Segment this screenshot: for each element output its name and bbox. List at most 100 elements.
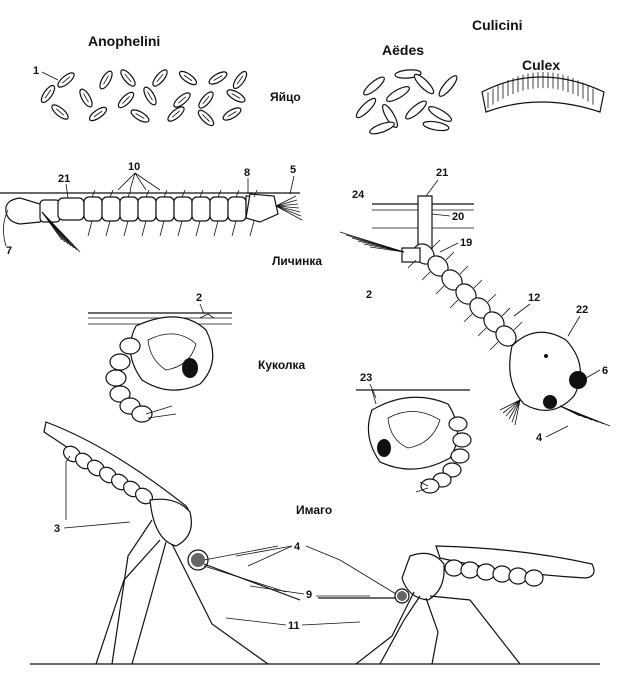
- larva-hair: [421, 271, 431, 281]
- pupa-paddle: [145, 405, 177, 419]
- anopheles-egg-float: [55, 108, 65, 116]
- culex-title: Culex: [522, 57, 560, 73]
- larva-hair: [487, 293, 497, 303]
- pupa-segment: [442, 462, 462, 478]
- larva-hair: [105, 220, 111, 237]
- abdomen-segment: [492, 565, 512, 583]
- larva-hair: [431, 239, 441, 249]
- head-hair: [499, 399, 521, 411]
- callout-4-b: 4: [536, 432, 543, 444]
- head-hair: [508, 399, 521, 420]
- larva-hair: [163, 189, 168, 198]
- larva-hair: [199, 189, 204, 198]
- aedes-egg: [427, 106, 453, 122]
- anophelini-title: Anophelini: [88, 33, 160, 49]
- anopheles-egg-float: [93, 110, 103, 118]
- tail-brush-hair: [275, 203, 299, 207]
- larva-segment: [191, 196, 211, 222]
- aedes-egg: [369, 121, 395, 135]
- pupa-segment: [105, 369, 127, 387]
- callout-20: 20: [452, 211, 464, 223]
- anopheles-egg-float: [122, 96, 130, 104]
- pupa-paddle: [415, 481, 429, 493]
- callout-24: 24: [352, 189, 365, 201]
- pupa-stage-label: Куколка: [258, 358, 306, 372]
- anopheles-eggs: [40, 69, 248, 127]
- callout-4-a: 4: [294, 541, 301, 553]
- pupa-segment: [448, 416, 468, 432]
- callout-11: 11: [288, 620, 300, 632]
- larva-hair: [181, 189, 186, 198]
- anopheles-egg-float: [236, 75, 244, 85]
- anopheles-egg-float: [183, 74, 193, 82]
- callout-5: 5: [290, 164, 296, 176]
- head-hair: [505, 399, 521, 417]
- culicini-title: Culicini: [472, 17, 523, 33]
- anopheles-pupa: [88, 312, 232, 423]
- aedes-egg: [422, 120, 450, 132]
- abdomen-segment: [524, 569, 544, 587]
- anopheles-egg-float: [213, 75, 223, 81]
- larva-hair: [449, 299, 459, 309]
- callout-8: 8: [244, 167, 250, 179]
- culex-larva: [339, 195, 611, 427]
- larva-hair: [145, 189, 150, 198]
- callout-2-b: 2: [366, 289, 372, 301]
- pupa-segment: [452, 432, 472, 448]
- aedes-egg: [363, 76, 385, 96]
- anopheles-egg-float: [103, 75, 109, 85]
- callout-10: 10: [128, 161, 140, 173]
- head-hair: [502, 399, 521, 414]
- egg-stage-label: Яйцо: [270, 90, 301, 104]
- larva-hair: [501, 307, 511, 317]
- anopheles-egg-float: [44, 89, 52, 99]
- anopheles-egg-float: [124, 73, 132, 83]
- tail-brush-hair: [275, 199, 298, 207]
- culex-adult: [318, 545, 595, 665]
- larva-hair: [253, 189, 258, 198]
- pupa-segment: [109, 385, 131, 403]
- callout-21-b: 21: [436, 167, 448, 179]
- callout-9: 9: [306, 589, 312, 601]
- larva-hair: [489, 341, 499, 351]
- abdomen-segment: [476, 563, 496, 581]
- mouth-brush-hair: [559, 405, 611, 427]
- tail-brush-hair: [275, 205, 300, 209]
- aedes-egg: [413, 73, 435, 95]
- abdomen-segment: [508, 567, 528, 585]
- aedes-egg: [405, 100, 427, 120]
- tail-brush-hair: [369, 246, 405, 253]
- larva-segment: [227, 196, 247, 222]
- larva-hair: [435, 285, 445, 295]
- larva-hair: [459, 265, 469, 275]
- aedes-egg: [438, 75, 458, 97]
- larva-hair: [249, 220, 255, 237]
- anopheles-egg-float: [177, 96, 187, 104]
- tail-brush-hair: [275, 205, 302, 217]
- larva-segment: [209, 196, 229, 222]
- aedes-egg: [385, 86, 411, 102]
- head-hair: [514, 399, 521, 426]
- aedes-egg: [355, 97, 377, 119]
- callout-23: 23: [360, 372, 372, 384]
- culex-egg-raft: [481, 72, 605, 113]
- larva-hair: [407, 259, 417, 269]
- pupa-segment: [450, 448, 470, 464]
- larva-hair: [159, 220, 165, 237]
- larva-hair: [217, 189, 222, 198]
- larva-segment: [83, 196, 103, 222]
- larva-tail-segment: [401, 247, 421, 263]
- culex-pupa: [356, 389, 472, 494]
- anopheles-egg-float: [231, 93, 241, 99]
- larva-hair: [141, 220, 147, 237]
- pupa-segment: [420, 478, 440, 494]
- larva-hair: [109, 189, 114, 198]
- aedes-eggs: [355, 69, 458, 135]
- larva-hair: [195, 220, 201, 237]
- anopheles-egg-float: [83, 93, 89, 103]
- anopheles-egg-float: [202, 95, 210, 105]
- larva-hair: [445, 251, 455, 261]
- head-hair: [511, 399, 521, 423]
- anopheles-larva: [0, 189, 303, 253]
